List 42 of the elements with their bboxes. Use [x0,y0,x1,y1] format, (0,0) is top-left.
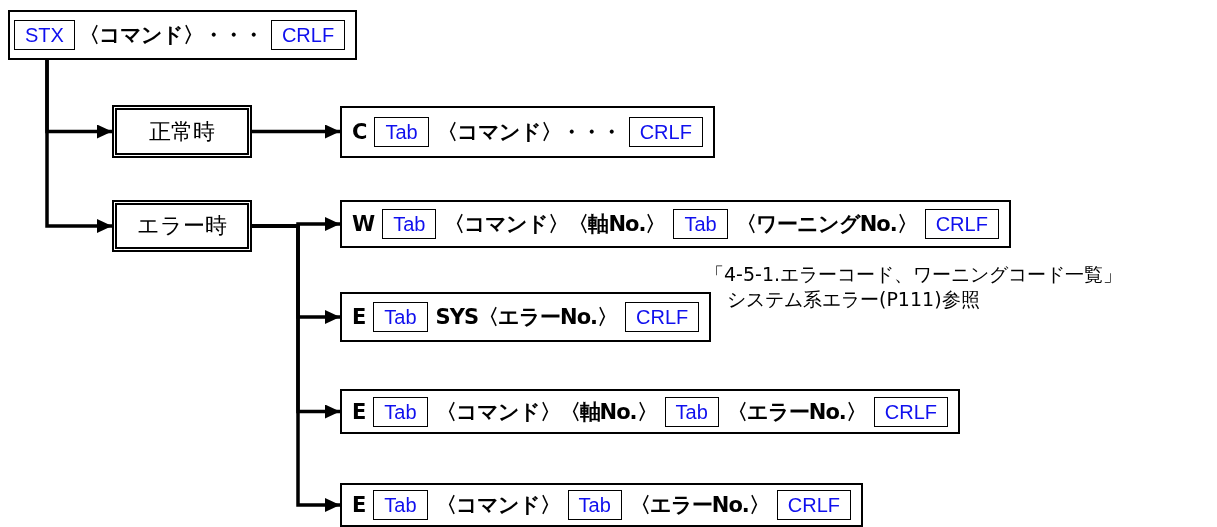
command-text: 〈コマンド〉・・・ [78,22,263,49]
arrow [252,124,340,139]
arrow [252,224,340,512]
status-box: エラー時 [112,200,252,252]
command-box [340,389,961,434]
command-text: 〈コマンド〉〈軸No.〉 [435,398,657,426]
code-box: Tab [382,209,437,239]
code-box: CRLF [776,490,852,520]
command-text: 〈ワーニングNo.〉 [735,211,917,238]
command-text: 〈コマンド〉〈軸No.〉 [444,211,666,238]
code-box: STX [14,20,75,50]
arrow [45,60,112,233]
code-box: Tab [373,396,428,427]
command-text: C [352,120,367,144]
command-box [340,200,1011,248]
command-text: 〈エラーNo.〉 [726,398,866,426]
command-box [8,10,358,60]
command-text: SYS〈エラーNo.〉 [435,304,618,331]
code-box: CRLF [625,302,700,332]
code-box: Tab [373,490,428,520]
command-text: 〈エラーNo.〉 [629,492,769,519]
code-box: Tab [374,117,429,147]
command-text: 〈コマンド〉・・・ [436,119,621,146]
status-box: 正常時 [112,105,252,158]
code-box: CRLF [924,209,999,239]
command-box [340,483,864,527]
command-text: 〈コマンド〉 [435,492,560,519]
code-box: CRLF [270,20,346,50]
command-text: W [352,212,375,236]
command-text: E [352,305,366,329]
code-box: Tab [567,490,622,520]
command-text: E [352,399,366,424]
command-text: E [352,493,366,517]
command-box [340,292,712,342]
reference-note: 「4-5-1.エラーコード、ワーニングコード一覧」 [705,262,1123,287]
code-box: Tab [673,209,728,239]
code-box: CRLF [873,396,949,427]
code-box: Tab [664,396,719,427]
code-box: CRLF [628,117,703,147]
command-box [340,106,715,158]
reference-note: システム系エラー(P111)参照 [727,287,980,312]
code-box: Tab [373,302,428,332]
